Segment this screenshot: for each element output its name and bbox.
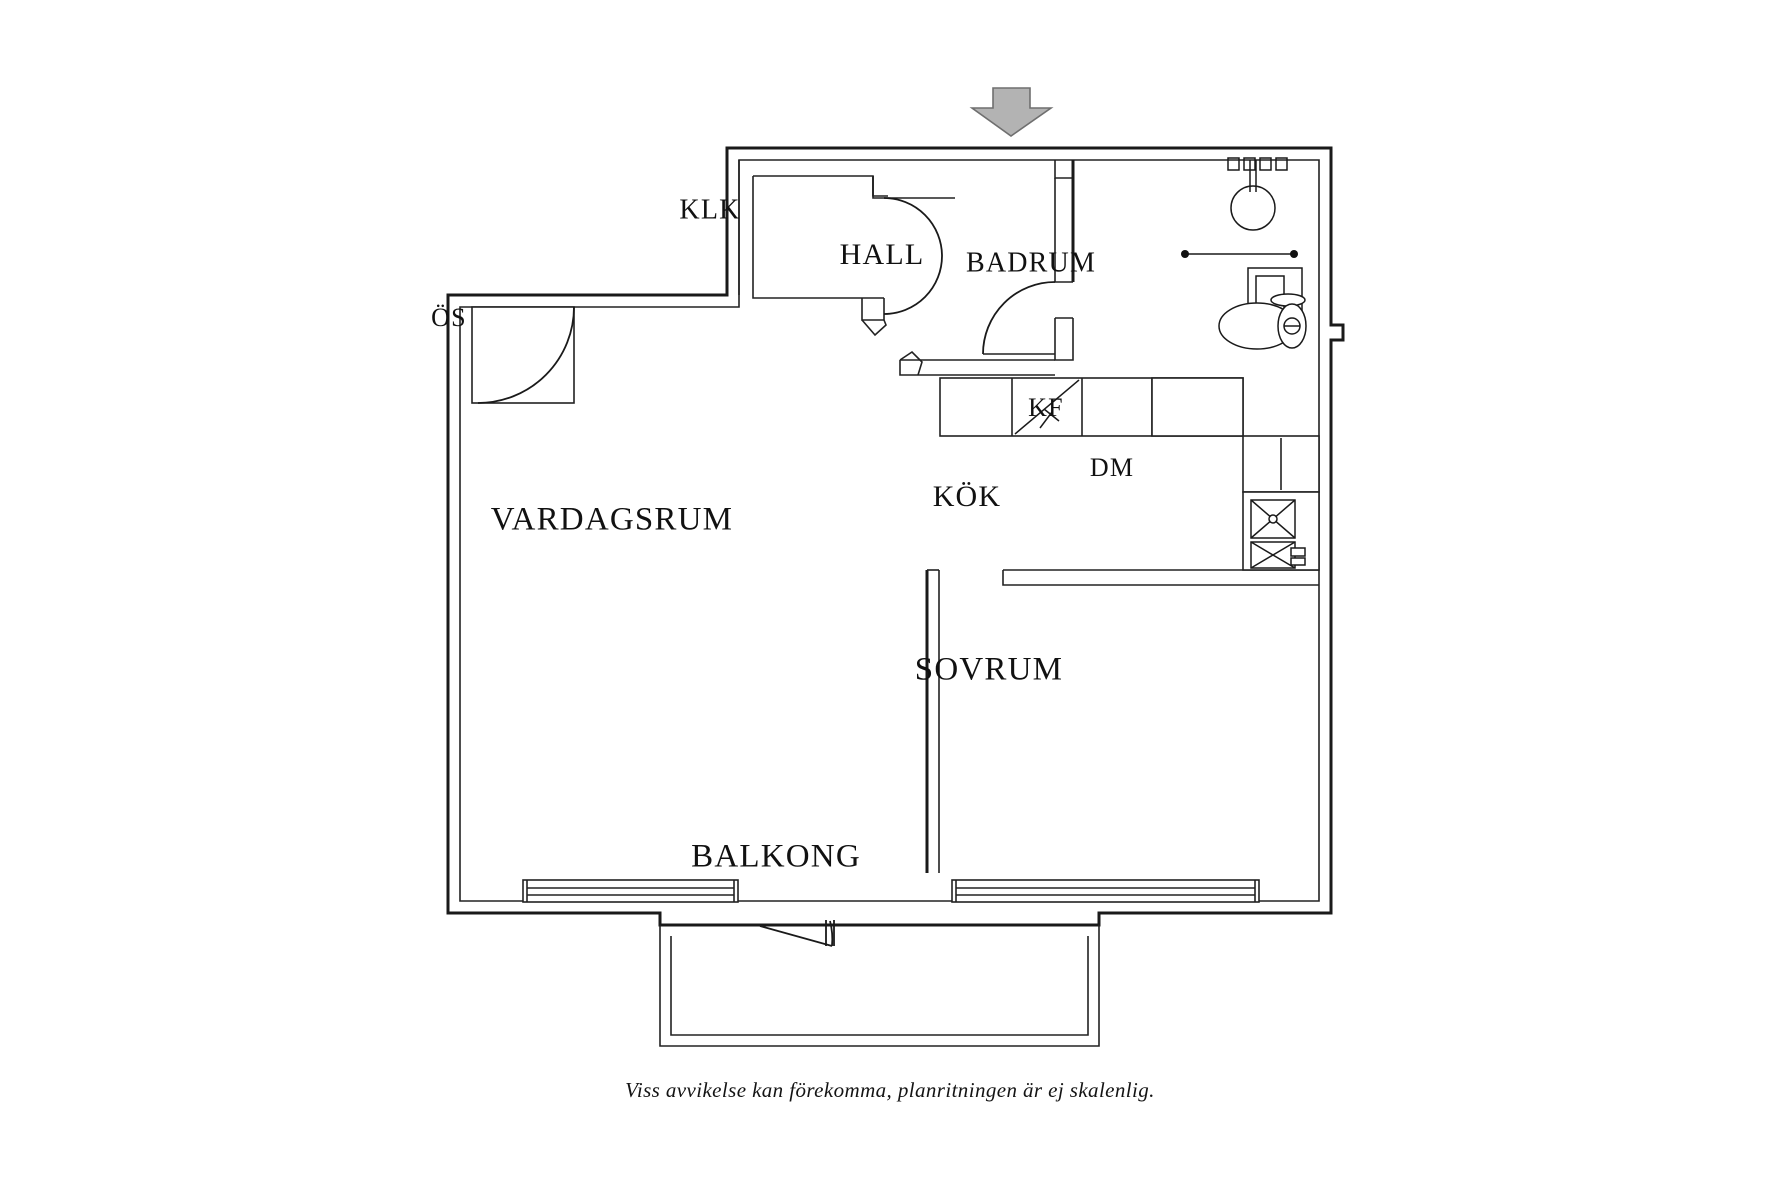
room-label-sovrum: SOVRUM xyxy=(915,652,1063,688)
living-bedroom-partition xyxy=(925,569,940,873)
room-label-dm: DM xyxy=(1090,453,1134,482)
room-label-badrum: BADRUM xyxy=(966,247,1096,278)
entrance-arrow-icon xyxy=(969,87,1054,137)
cooktop-icon xyxy=(1250,499,1296,539)
room-label-vardagsrum: VARDAGSRUM xyxy=(491,502,733,538)
os-closet xyxy=(471,306,575,404)
kitchen-appliance-column xyxy=(1242,435,1320,571)
toilet-icon xyxy=(1218,302,1307,350)
bedroom-window-icon xyxy=(951,879,1260,903)
badrum-door-swing-icon xyxy=(982,281,1056,355)
room-label-klk: KLK xyxy=(679,194,740,225)
balcony-door-swing-icon xyxy=(759,920,835,947)
balcony-outline xyxy=(659,925,1100,1047)
kitchen-sink-icon xyxy=(1014,379,1080,435)
klk-closet-walls xyxy=(752,175,955,337)
bathroom-fixtures xyxy=(1181,157,1307,350)
disclaimer-caption: Viss avvikelse kan förekomma, planritnin… xyxy=(625,1078,1155,1102)
exterior-wall-outline xyxy=(446,146,1345,927)
shower-head-icon xyxy=(1227,157,1288,231)
kitchen-bedroom-partition xyxy=(1002,569,1319,586)
os-door-swing-icon xyxy=(477,306,575,404)
hall-kitchen-wall xyxy=(899,350,1055,376)
klk-door-swing-icon xyxy=(883,197,943,315)
room-labels: KLK HALL BADRUM ÖS KF DM KÖK VARDAGSRUM … xyxy=(431,194,1134,875)
living-room-window-icon xyxy=(522,879,739,903)
kf-fridge-box xyxy=(1151,377,1244,437)
room-label-balkong: BALKONG xyxy=(691,839,861,875)
room-label-kf: KF xyxy=(1028,393,1064,422)
towel-rail-icon xyxy=(1181,250,1298,258)
room-label-hall: HALL xyxy=(840,238,925,271)
hall-badrum-partition xyxy=(1054,160,1075,361)
room-label-os: ÖS xyxy=(431,303,467,332)
counter-sink-icon xyxy=(1250,541,1306,569)
room-label-kok: KÖK xyxy=(933,480,1002,513)
